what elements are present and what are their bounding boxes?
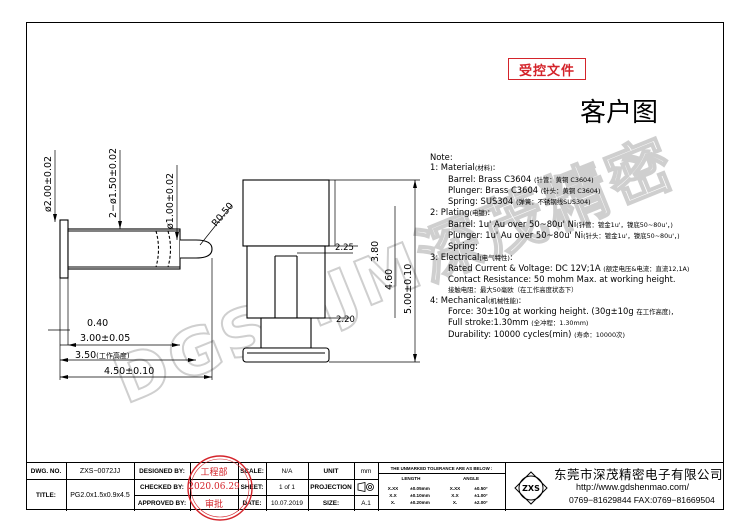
side-flange xyxy=(59,219,69,279)
tolerance-header: THE UNMARKED TOLERANCE ARE AS BELOW : xyxy=(390,465,493,471)
drawing-frame xyxy=(26,22,724,510)
company-phone: 0769−81629844 FAX:0769−81669504 xyxy=(569,495,715,505)
dim-plunger-diameter: ø1.00±0.02 xyxy=(165,173,176,229)
dim-total-length: 4.50±0.10 xyxy=(104,366,154,377)
notes-title: Note: xyxy=(430,152,453,162)
front-body xyxy=(242,179,330,247)
note-material: 1: Material xyxy=(430,162,475,173)
dim-barrel-length: 3.00±0.05 xyxy=(80,333,130,344)
title-label: TITLE: xyxy=(36,491,56,499)
note-mechanical: 4: Mechanical xyxy=(430,294,488,305)
dwg-no: ZXS−0072JJ xyxy=(79,467,121,475)
dim-flange-thickness: 0.40 xyxy=(87,318,108,329)
dim-overall-height: 5.00±0.10 xyxy=(403,264,414,314)
designed-by-value: 工程部 xyxy=(200,467,228,478)
dim-working-height: 3.50 xyxy=(75,350,96,361)
dim-body-height: 4.60 xyxy=(384,269,395,290)
note-electrical: 3: Electrical xyxy=(430,251,480,262)
company-logo: ZXS xyxy=(514,471,548,505)
company-url: http://www.gdshenmao.com/ xyxy=(576,482,690,492)
controlled-document-stamp: 受控文件 xyxy=(508,58,586,80)
document-title: 客户图 xyxy=(580,98,659,128)
dwg-no-label: DWG. NO. xyxy=(30,467,62,475)
title-block: DWG. NO. ZXS−0072JJ TITLE: PG2.0x1.5x0.9… xyxy=(26,462,724,511)
side-barrel xyxy=(67,228,181,270)
dim-lower-height: 2.20 xyxy=(336,315,355,325)
dim-top-height: 2.25 xyxy=(335,243,354,253)
dim-mid-height: 3.80 xyxy=(370,241,381,262)
company-name: 东莞市深茂精密电子有限公司 xyxy=(554,467,724,482)
approval-stamp xyxy=(187,455,253,521)
logo-text: ZXS xyxy=(522,484,540,493)
approved-by-value: 审批 xyxy=(204,499,223,510)
projection-symbol xyxy=(357,482,374,492)
svg-text:3.50(工作高度): 3.50(工作高度) xyxy=(75,350,130,361)
specification-notes: Note: 1: Material(材料): Barrel: Brass C36… xyxy=(430,152,690,339)
side-plunger xyxy=(180,239,213,259)
dim-barrel-diameter: 2−ø1.50±0.02 xyxy=(108,148,119,218)
checked-by-value: 2020.06.29 xyxy=(188,482,240,492)
dim-outer-diameter: ø2.00±0.02 xyxy=(43,156,54,212)
dim-working-height-note: (工作高度) xyxy=(96,351,130,360)
dim-radius: R0.50 xyxy=(210,201,236,229)
front-flange xyxy=(242,347,330,363)
part-title: PG2.0x1.5x0.9x4.5 xyxy=(70,491,130,499)
note-plating: 2: Plating xyxy=(430,207,470,218)
